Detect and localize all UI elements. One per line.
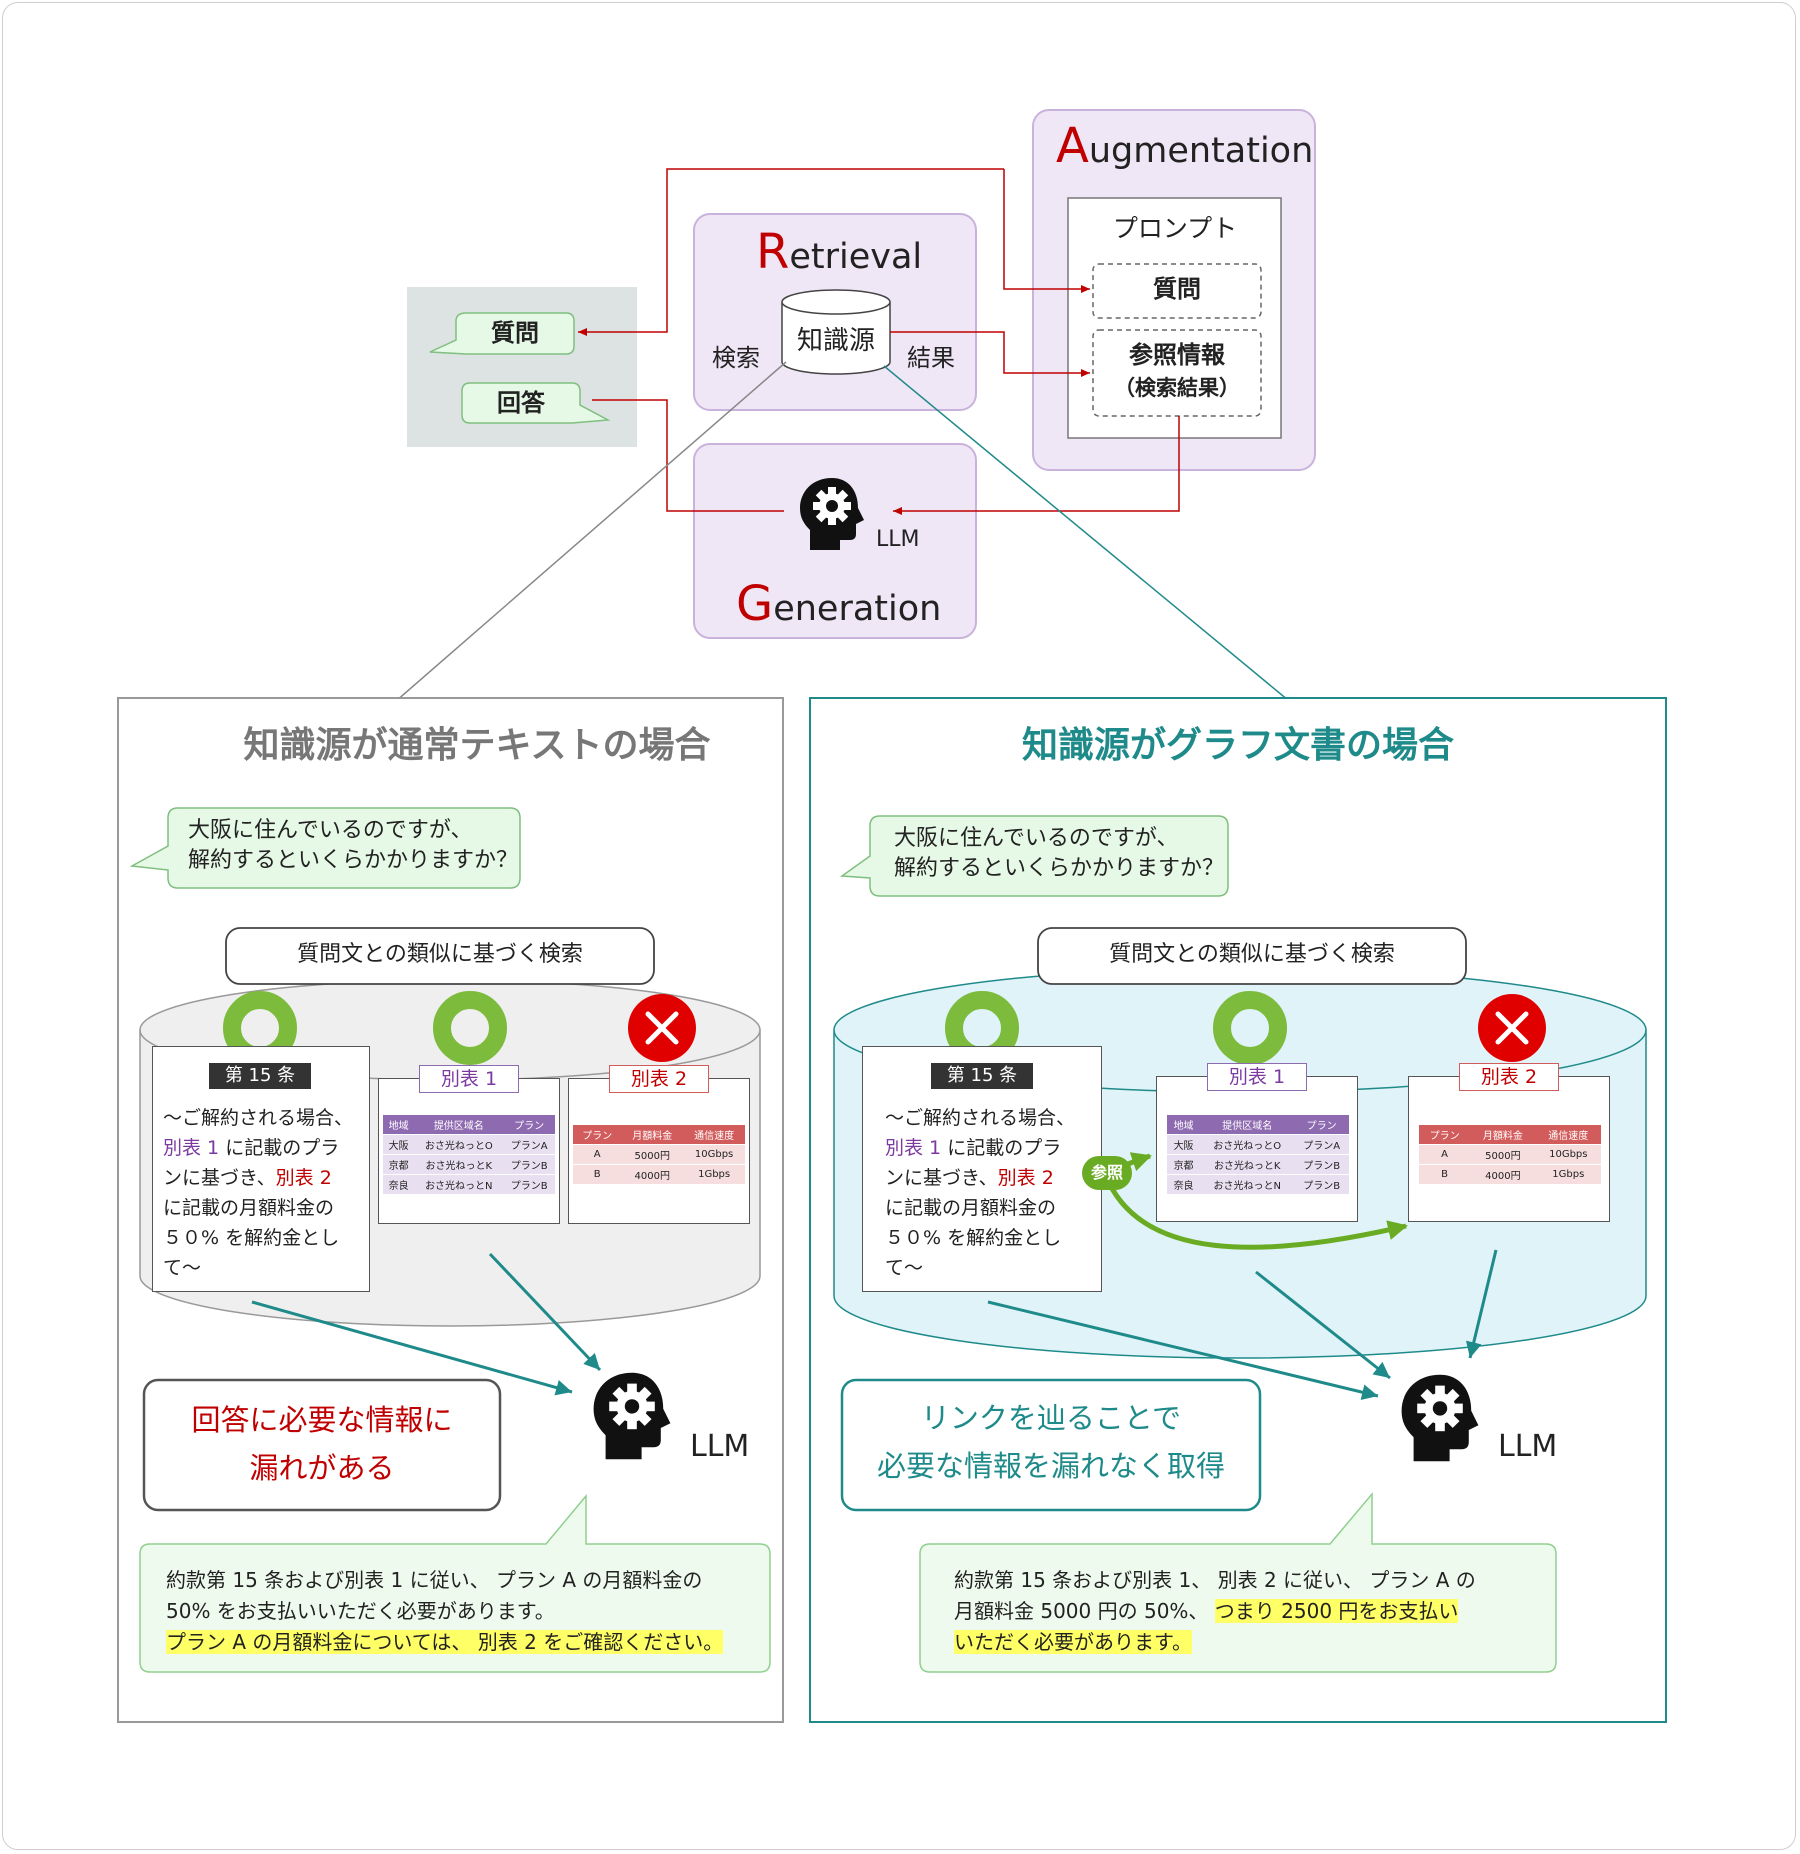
left-question-line2: 解約するといくらかかりますか？ [188,848,519,873]
right-article-title: 第 15 条 [931,1063,1033,1089]
llm-to-answer-line [592,399,784,512]
right-arrow-article-to-llm [987,1300,1379,1401]
result-label: 結果 [907,344,955,372]
right-llm-head-icon [1401,1374,1479,1462]
prompt-question-slot [1092,263,1262,319]
right-ok-icon-table1 [1213,991,1287,1065]
left-answer-bubble [139,1493,771,1673]
right-question-bubble [839,815,1229,897]
right-answer-line3: いただく必要があります。 [954,1630,1192,1654]
llm-label: LLM [876,527,920,552]
left-llm-head-icon [593,1372,671,1460]
right-search-label-box [1037,927,1467,985]
left-problem-box [142,1378,502,1512]
left-table2-label: 別表 2 [609,1065,709,1093]
left-article-text: ～ご解約される場合、 別表 1 に記載のプラ ンに基づき、別表 2 に記載の月額… [163,1107,354,1279]
left-arrow-table1-to-llm [488,1252,602,1372]
right-answer-line2: 月額料金 5000 円の 50%、 つまり 2500 円をお支払い [954,1599,1459,1623]
right-panel-title: 知識源がグラフ文書の場合 [1021,725,1454,766]
prompt-to-llm-arrow [893,416,1180,515]
user-answer-bubble [461,382,611,424]
left-table1-label: 別表 1 [419,1065,519,1093]
left-answer-line2: 50% をお支払いいただく必要があります。 [166,1599,555,1623]
connector-left-panel [387,361,787,709]
question-to-prompt-arrow [1003,169,1090,293]
question-to-user-line [578,168,1004,336]
right-question-line1: 大阪に住んでいるのですが、 [894,826,1179,851]
right-arrow-table1-to-llm [1255,1270,1391,1380]
right-search-label: 質問文との類似に基づく検索 [1109,942,1395,967]
prompt-question-text: 質問 [1153,275,1201,303]
augmentation-title: Augmentation [1056,118,1314,174]
left-problem-line1: 回答に必要な情報に [191,1403,453,1437]
left-ng-icon-table2 [628,994,696,1062]
right-solution-line1: リンクを辿ることで [920,1401,1182,1435]
llm-head-icon [800,478,864,550]
left-answer-line1: 約款第 15 条および別表 1 に従い、 プラン A の月額料金の [166,1568,703,1592]
reference-badge: 参照 [1082,1156,1132,1190]
left-answer-line3: プラン A の月額料金については、 別表 2 をご確認ください。 [166,1630,724,1654]
left-article-doc: 第 15 条 ～ご解約される場合、 別表 1 に記載のプラ ンに基づき、別表 2… [152,1046,370,1292]
retrieval-title: Retrieval [756,224,923,280]
prompt-label: プロンプト [1112,214,1238,243]
left-search-label-box [225,927,655,985]
left-llm-label: LLM [690,1429,750,1464]
left-question-line1: 大阪に住んでいるのですが、 [188,818,473,843]
search-label: 検索 [712,344,760,372]
right-table1-label: 別表 1 [1207,1063,1307,1091]
right-table2-label: 別表 2 [1459,1063,1559,1091]
result-to-prompt-arrow [890,331,1090,377]
prompt-reference-sub: （検索結果） [1114,376,1240,400]
left-arrow-article-to-llm [251,1300,573,1396]
prompt-reference-text: 参照情報 [1129,341,1225,369]
left-panel-title: 知識源が通常テキストの場合 [243,725,711,766]
user-question-bubble [429,312,575,355]
left-article-title: 第 15 条 [209,1063,311,1089]
generation-title: Generation [736,576,942,632]
user-answer-text: 回答 [497,389,545,417]
right-solution-line2: 必要な情報を漏れなく取得 [876,1449,1225,1483]
left-question-bubble [129,807,521,889]
user-question-text: 質問 [491,319,539,347]
right-ng-icon-table2 [1478,994,1546,1062]
right-solution-box [840,1378,1262,1512]
connector-right-panel [883,365,1301,711]
right-answer-line1: 約款第 15 条および別表 1、 別表 2 に従い、 プラン A の [954,1568,1476,1592]
prompt-reference-slot [1092,329,1262,417]
right-llm-label: LLM [1498,1429,1558,1464]
left-ok-icon-table1 [433,991,507,1065]
right-article-doc: 第 15 条 ～ご解約される場合、 別表 1 に記載のプラ ンに基づき、別表 2… [862,1046,1102,1292]
left-problem-line2: 漏れがある [249,1451,395,1485]
left-search-label: 質問文との類似に基づく検索 [297,942,583,967]
knowledge-source-cylinder [781,289,891,375]
knowledge-source-label: 知識源 [796,326,875,356]
right-answer-bubble [919,1491,1557,1673]
right-arrow-table2-to-llm [1465,1249,1498,1359]
right-question-line2: 解約するといくらかかりますか？ [894,856,1225,881]
right-article-text: ～ご解約される場合、 別表 1 に記載のプラ ンに基づき、別表 2 に記載の月額… [885,1107,1076,1279]
